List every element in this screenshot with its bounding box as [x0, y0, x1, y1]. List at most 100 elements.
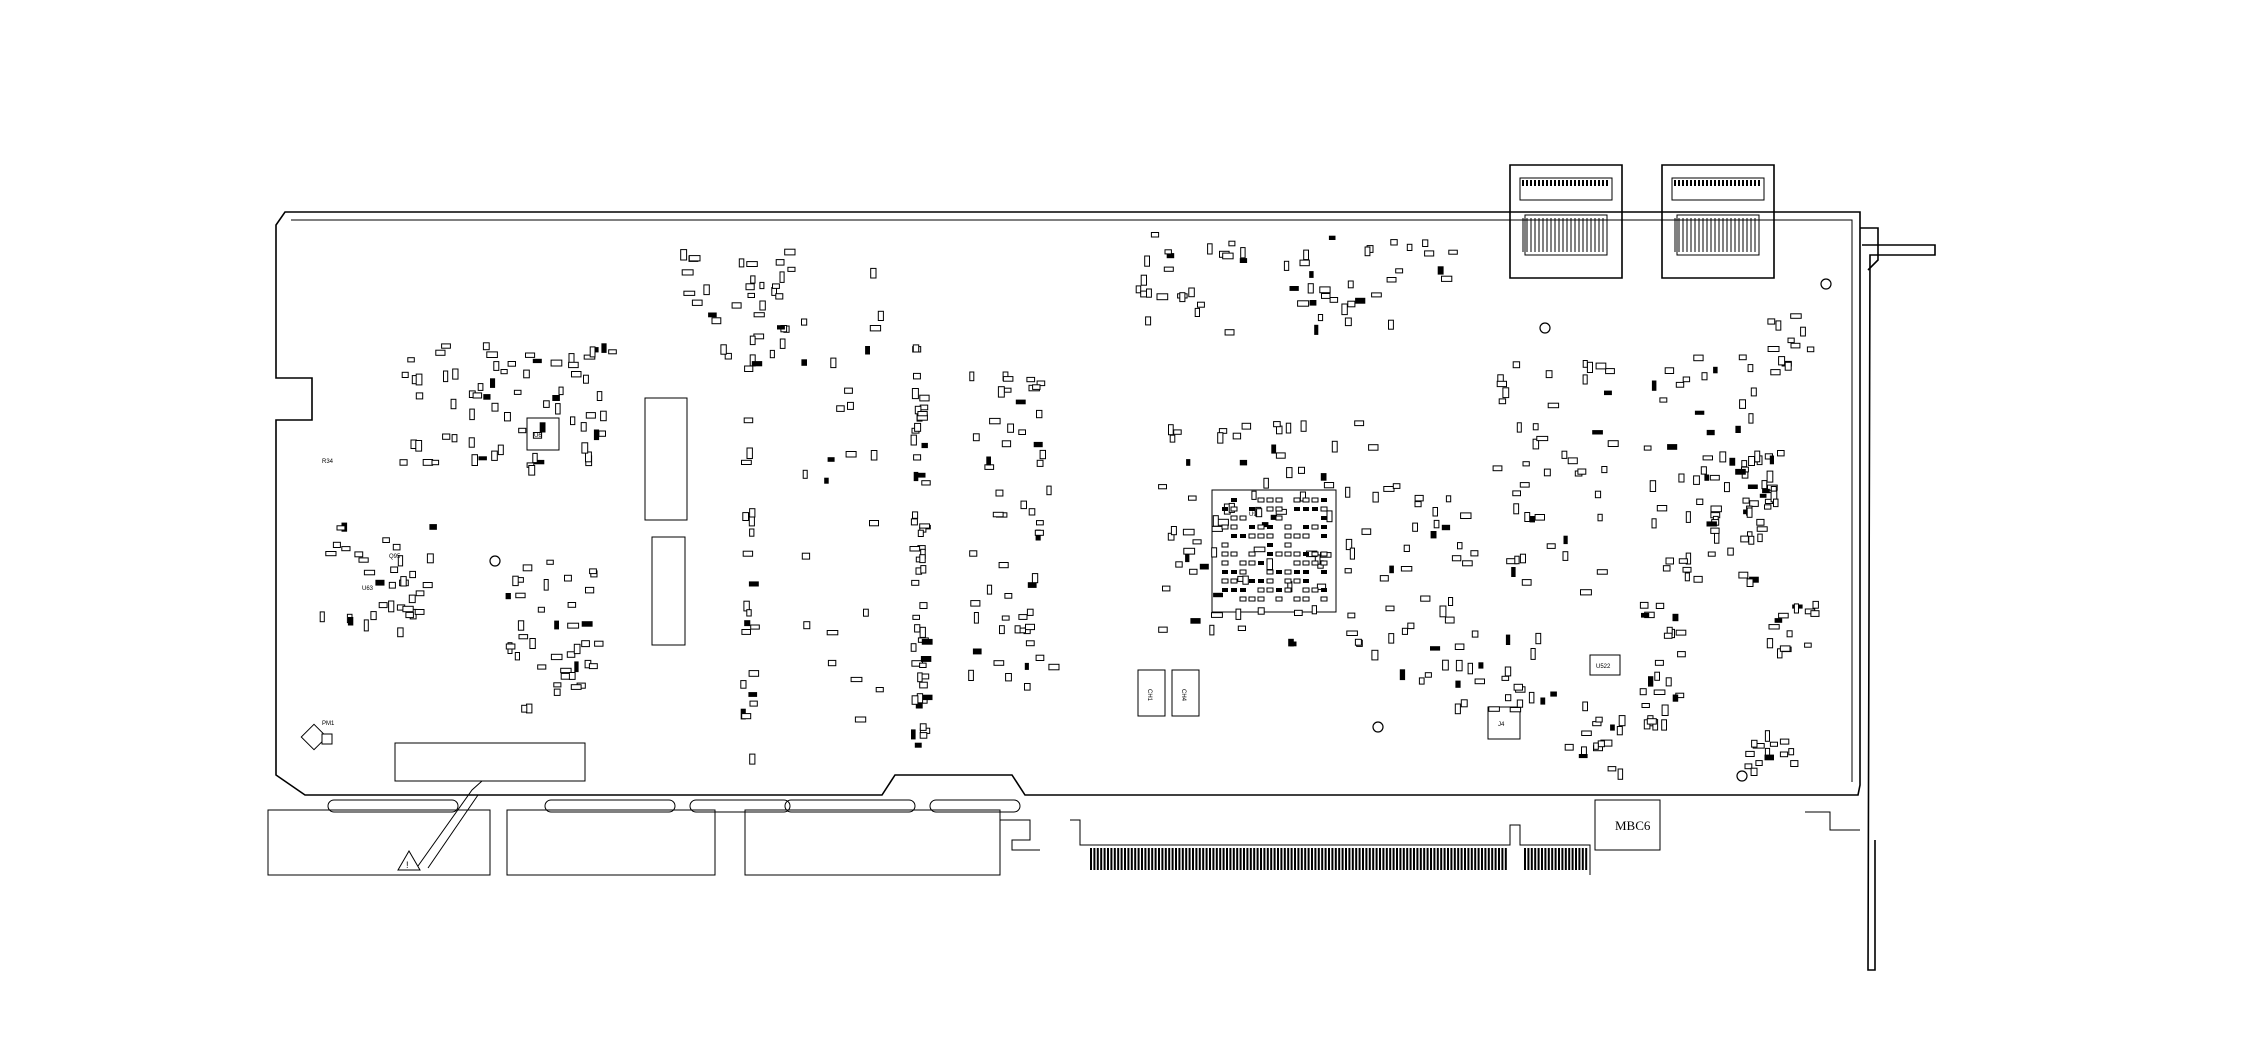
- smd-component: [1685, 511, 1691, 523]
- smd-component: [1769, 455, 1774, 465]
- connector-pin: [1590, 180, 1592, 186]
- smd-component: [784, 248, 796, 256]
- smd-component: [914, 742, 922, 748]
- smd-component: [1371, 292, 1382, 298]
- bga-pad: [1293, 551, 1301, 557]
- smd-component: [1228, 240, 1236, 247]
- smd-component: [598, 430, 607, 437]
- gold-finger: [1379, 848, 1381, 870]
- smd-component: [1364, 246, 1371, 257]
- gold-finger: [1188, 848, 1191, 870]
- bga-pad: [1231, 534, 1237, 538]
- smd-component: [1283, 260, 1290, 271]
- smd-component: [583, 374, 589, 384]
- smd-component: [1020, 500, 1027, 510]
- smd-component: [493, 361, 500, 371]
- smd-component: [1654, 659, 1664, 666]
- smd-component: [1455, 680, 1461, 688]
- smd-component: [1693, 475, 1700, 485]
- smd-component: [537, 606, 545, 613]
- smd-component: [1299, 259, 1310, 267]
- edge-slot: [544, 799, 676, 813]
- gold-finger: [1171, 848, 1174, 870]
- smd-component: [1162, 585, 1171, 592]
- gold-finger: [1158, 848, 1160, 870]
- gold-finger: [1345, 848, 1347, 870]
- bga-pad: [1303, 570, 1309, 574]
- gold-finger: [1113, 848, 1116, 870]
- smd-component: [1036, 520, 1044, 526]
- smd-component: [847, 401, 854, 410]
- smd-component: [1388, 633, 1395, 644]
- smd-component: [1641, 703, 1650, 708]
- smd-component: [986, 456, 991, 466]
- smd-component: [521, 704, 528, 713]
- edge-slot: [784, 799, 916, 813]
- connector-pin: [1702, 180, 1704, 186]
- smd-component: [1513, 503, 1520, 515]
- smd-component: [1420, 595, 1431, 602]
- smd-component: [911, 579, 920, 586]
- smd-component: [1256, 508, 1263, 518]
- bga-pad: [1230, 551, 1238, 557]
- bga-pad: [1257, 524, 1265, 530]
- gold-finger: [1547, 848, 1550, 870]
- gold-finger: [1351, 848, 1354, 870]
- smd-component: [1747, 364, 1754, 373]
- gold-finger: [1541, 848, 1543, 870]
- bga-pad: [1293, 497, 1301, 503]
- smd-component: [1399, 669, 1406, 681]
- connector-pin: [1758, 180, 1760, 186]
- smd-component: [836, 405, 845, 412]
- smd-component: [1546, 543, 1556, 549]
- middle-tab-area-1: [506, 809, 716, 876]
- smd-component: [1756, 526, 1768, 532]
- gold-finger: [1321, 848, 1324, 870]
- smd-component: [1580, 589, 1592, 596]
- smd-component: [1144, 255, 1150, 267]
- bga-pad: [1221, 578, 1229, 584]
- gold-finger: [1215, 848, 1218, 870]
- gold-finger: [1406, 848, 1409, 870]
- smd-component: [919, 523, 931, 529]
- smd-component: [408, 594, 416, 604]
- smd-component: [989, 417, 1001, 425]
- gold-finger: [1389, 848, 1392, 870]
- smd-component: [827, 457, 835, 462]
- bga-pad: [1239, 560, 1247, 566]
- smd-component: [1433, 519, 1440, 529]
- smd-component: [1294, 609, 1303, 616]
- smd-component: [486, 351, 498, 358]
- smd-component: [1567, 457, 1578, 465]
- smd-component: [378, 602, 388, 609]
- smd-component: [1724, 482, 1730, 493]
- smd-component: [1297, 300, 1310, 307]
- refdes-q95: Q95: [389, 554, 401, 560]
- smd-component: [919, 626, 926, 638]
- smd-component: [1347, 300, 1356, 308]
- connector-pin: [1726, 180, 1728, 186]
- smd-component: [749, 528, 755, 537]
- gold-finger: [1464, 848, 1466, 870]
- smd-component: [1639, 688, 1647, 696]
- gold-finger: [1467, 848, 1470, 870]
- gold-finger: [1202, 848, 1205, 870]
- smd-component: [1793, 603, 1800, 614]
- smd-component: [1738, 354, 1747, 361]
- connector-pin: [1750, 180, 1752, 186]
- gold-finger: [1501, 848, 1504, 870]
- connector-pin: [1530, 180, 1532, 186]
- smd-component: [1618, 715, 1626, 727]
- smd-component: [1800, 326, 1806, 337]
- connector-pin: [1586, 180, 1588, 186]
- smd-component: [1158, 626, 1168, 633]
- gold-finger: [1300, 848, 1303, 870]
- smd-component: [1024, 683, 1031, 691]
- smd-component: [1529, 516, 1535, 523]
- smd-component: [469, 408, 475, 421]
- smd-component: [826, 630, 839, 636]
- smd-component: [691, 299, 703, 306]
- bga-pad: [1293, 533, 1301, 539]
- smd-component: [910, 434, 917, 446]
- smd-component: [1502, 387, 1510, 399]
